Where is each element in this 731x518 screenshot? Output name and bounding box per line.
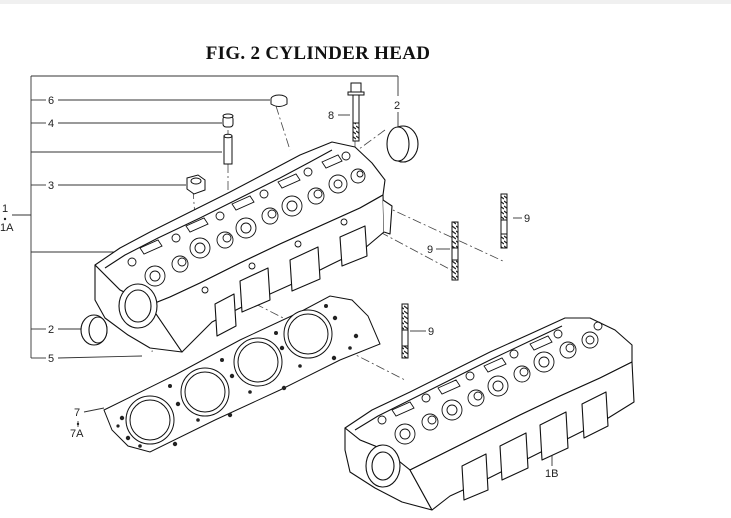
callout-7: 7 [74,407,80,419]
figure-title: FIG. 2 CYLINDER HEAD [205,43,431,64]
callout-9-a: 9 [427,244,433,256]
callout-labels: 6 4 3 1 1A 2 5 2 8 9 9 9 7 7A 1B [0,95,558,480]
valve-guide [223,133,233,165]
part-9-stud-a [451,221,459,281]
callout-1-dot [3,217,7,221]
callout-2-left: 2 [48,324,54,336]
part-9-stud-c [401,303,409,359]
top-strip [0,0,731,4]
callout-8: 8 [328,110,334,122]
part-3-nut [186,174,206,195]
callout-9-c: 9 [428,326,434,338]
callout-7a: 7A [70,428,84,440]
callout-3: 3 [48,180,54,192]
callout-2-top: 2 [394,100,400,112]
cylinder-head-upper-details [127,151,366,294]
cylinder-head-lower [344,317,635,511]
part-9-stud-b [500,193,508,249]
part-6-cap [270,94,288,107]
part-8-bolt [347,82,365,142]
callout-leaders [12,75,553,466]
callout-1a: 1A [0,222,14,234]
callout-1b: 1B [545,468,558,480]
cylinder-head-lower-details [377,321,603,445]
head-gasket [103,295,381,453]
part-4-seal [222,113,234,128]
callout-6: 6 [48,95,54,107]
part-2-plug-left [80,314,108,346]
part-2-plug-top [386,125,419,163]
callout-5: 5 [48,353,54,365]
callout-9-b: 9 [524,213,530,225]
callout-7-dot [76,422,80,426]
head-gasket-holes [116,304,359,448]
cylinder-head-upper [94,141,393,353]
callout-1: 1 [2,203,8,215]
callout-4: 4 [48,118,54,130]
